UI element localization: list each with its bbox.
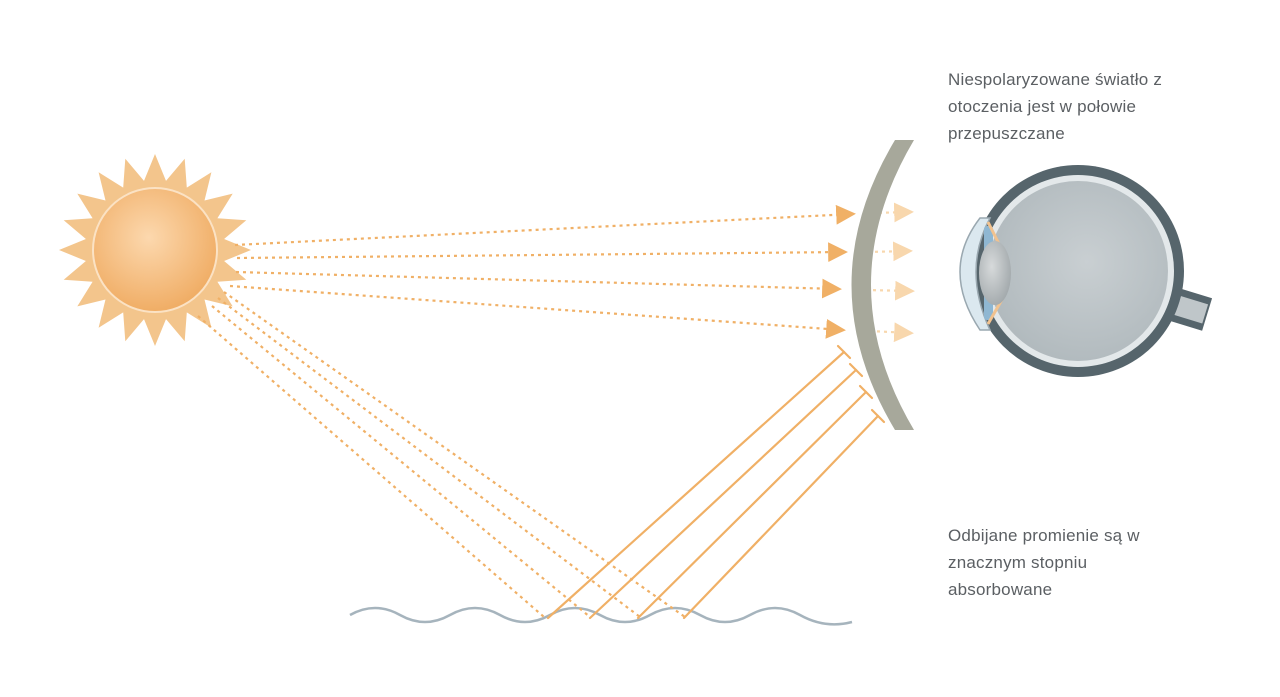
- reflected-ray-4-stop: [870, 408, 886, 424]
- reflected-ray-3-stop: [858, 384, 874, 400]
- reflected-rays: [546, 344, 886, 620]
- direct-ray-2: [236, 242, 848, 263]
- reflected-ray-2: [588, 368, 858, 620]
- eyeball-inner: [988, 181, 1168, 361]
- incident-water-rays: [197, 291, 686, 618]
- sun-core: [92, 187, 218, 313]
- caption-unpolarized-light: Niespolaryzowane światło z otoczenia jes…: [948, 70, 1163, 143]
- reflected-ray-3: [636, 390, 868, 620]
- direct-ray-3: [235, 270, 842, 299]
- incident-ray-3: [197, 315, 545, 618]
- transmitted-ray-2: [867, 241, 913, 262]
- cornea: [959, 217, 992, 331]
- direct-ray-1: [234, 204, 856, 247]
- direct-rays: [229, 204, 856, 339]
- reflected-ray-1: [546, 350, 846, 620]
- incident-ray-1: [211, 305, 591, 618]
- transmitted-ray-4: [869, 322, 914, 343]
- eye-lens: [979, 241, 1011, 305]
- transmitted-ray-3: [865, 280, 915, 301]
- reflected-ray-2-stop: [848, 362, 864, 378]
- reflected-ray-4: [682, 414, 880, 620]
- transmitted-rays: [865, 202, 915, 343]
- incident-ray-2: [217, 297, 641, 618]
- caption-reflected-rays: Odbijane promienie są w znacznym stopniu…: [948, 526, 1140, 599]
- reflected-ray-1-stop: [836, 344, 852, 360]
- direct-ray-4: [229, 284, 846, 339]
- water-surface-icon: [349, 606, 853, 626]
- sun-icon: [59, 154, 251, 346]
- eye-icon: [959, 165, 1213, 377]
- incident-ray-4: [223, 291, 686, 618]
- polarized-lens-icon: [851, 140, 914, 430]
